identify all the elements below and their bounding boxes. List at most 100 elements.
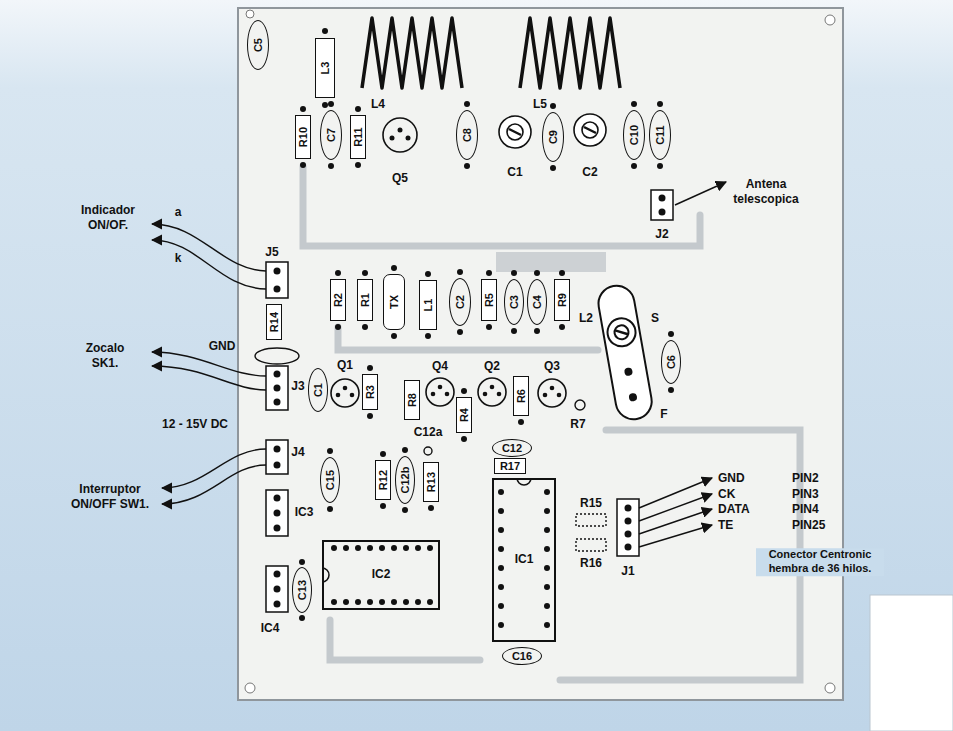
resistor-outline: L3 [315, 38, 335, 98]
transistor-pin [343, 386, 348, 391]
solder-pad [631, 101, 637, 107]
capacitor-outline: C6 [661, 340, 681, 384]
solder-pad [425, 333, 431, 339]
part-label: R13 [425, 472, 437, 492]
callout-label: J2 [654, 227, 669, 242]
transistor-pin [550, 386, 555, 391]
resistor-outline: R2 [330, 279, 346, 321]
solder-pad [402, 447, 408, 453]
header-pin [625, 531, 632, 538]
ic-pin [415, 599, 421, 605]
crystal-outline: TX [383, 274, 405, 330]
callout-label: R15 [579, 496, 603, 511]
transistor-pin [490, 385, 495, 390]
leader-arrow [162, 465, 266, 504]
header-pin [274, 601, 281, 608]
copper-trace [330, 620, 480, 660]
callout-label: PIN2 [792, 471, 819, 486]
solder-pad [461, 388, 467, 394]
header-connector [266, 190, 673, 612]
header-pin [274, 525, 281, 532]
part-label: C3 [508, 295, 520, 309]
header-connector [266, 490, 288, 536]
ic-pin [498, 489, 504, 495]
resistor-outline: R14 [266, 304, 282, 340]
header-pin [274, 495, 281, 502]
coil-l2 [625, 368, 632, 375]
ic-package: IC1 [492, 478, 556, 642]
callout-label: R16 [579, 556, 603, 571]
transistor-pin [390, 136, 395, 141]
part-label: C11 [654, 125, 666, 145]
ic-pin [544, 546, 550, 552]
part-label: R4 [458, 408, 470, 422]
part-label: C1 [312, 383, 324, 397]
part-label: TX [388, 295, 400, 309]
solder-pad [402, 507, 408, 513]
header-pin [625, 505, 632, 512]
solder-pad [299, 615, 305, 621]
solder-pad [668, 387, 674, 393]
transistor-symbol [383, 118, 417, 152]
resistor-outline: L1 [419, 280, 437, 330]
callout-label: Antena telescopica [724, 177, 808, 207]
resistor-outline: R13 [423, 462, 439, 502]
part-label: C12b [399, 467, 411, 494]
ic-pin [498, 584, 504, 590]
header-pin [274, 371, 281, 378]
ic-pin [379, 599, 385, 605]
ic-pin [415, 545, 421, 551]
capacitor-outline: C15 [320, 457, 340, 503]
copper-trace [338, 327, 598, 350]
header-pin [274, 195, 666, 608]
ic-pin [498, 527, 504, 533]
ic-pin [544, 584, 550, 590]
trimmer-capacitor [584, 127, 596, 133]
ic-pin [331, 489, 550, 628]
solder-pad [300, 162, 306, 168]
solder-pad [391, 333, 397, 339]
ic-pin [498, 565, 504, 571]
circuit-board [825, 15, 835, 25]
header-pin [274, 571, 281, 578]
header-pin [625, 518, 632, 525]
ic-pin [498, 603, 504, 609]
ic-pin [544, 508, 550, 514]
callout-label: C2 [581, 165, 598, 180]
ic-pin [367, 599, 373, 605]
leader-arrow [639, 478, 712, 508]
part-label: C8 [461, 128, 473, 142]
solder-pad [380, 451, 386, 457]
ic-pin [355, 599, 361, 605]
part-label: R5 [483, 293, 495, 307]
capacitor-outline: C8 [456, 110, 478, 160]
trimmer-capacitor [574, 114, 606, 146]
callout-label: Zocalo SK1. [77, 341, 133, 371]
callout-label: PIN4 [792, 502, 819, 517]
solder-pad [657, 101, 663, 107]
part-label: C6 [665, 355, 677, 369]
leader-arrow [152, 240, 266, 289]
header-connector [617, 499, 639, 556]
solder-pad [559, 270, 565, 276]
callout-label: Q5 [391, 171, 409, 186]
transistor-pin [336, 128, 562, 398]
transistor-pin [336, 393, 341, 398]
callout-label: L2 [578, 311, 594, 326]
transistor-pin [445, 392, 450, 397]
solder-pad [457, 269, 463, 275]
part-label: R10 [297, 127, 309, 147]
ic-pin [367, 545, 373, 551]
capacitor-outline: C10 [623, 110, 645, 160]
header-pin [274, 286, 281, 293]
transistor-pin [543, 393, 548, 398]
callout-label: a [175, 205, 182, 220]
solder-pad [631, 163, 637, 169]
solder-pad [391, 265, 397, 271]
callout-label: TE [718, 518, 733, 533]
callout-label: L5 [532, 97, 548, 112]
circuit-board [238, 8, 843, 700]
solder-pad [300, 106, 306, 112]
solder-pad [355, 162, 361, 168]
resistor-outline: R9 [554, 279, 570, 321]
